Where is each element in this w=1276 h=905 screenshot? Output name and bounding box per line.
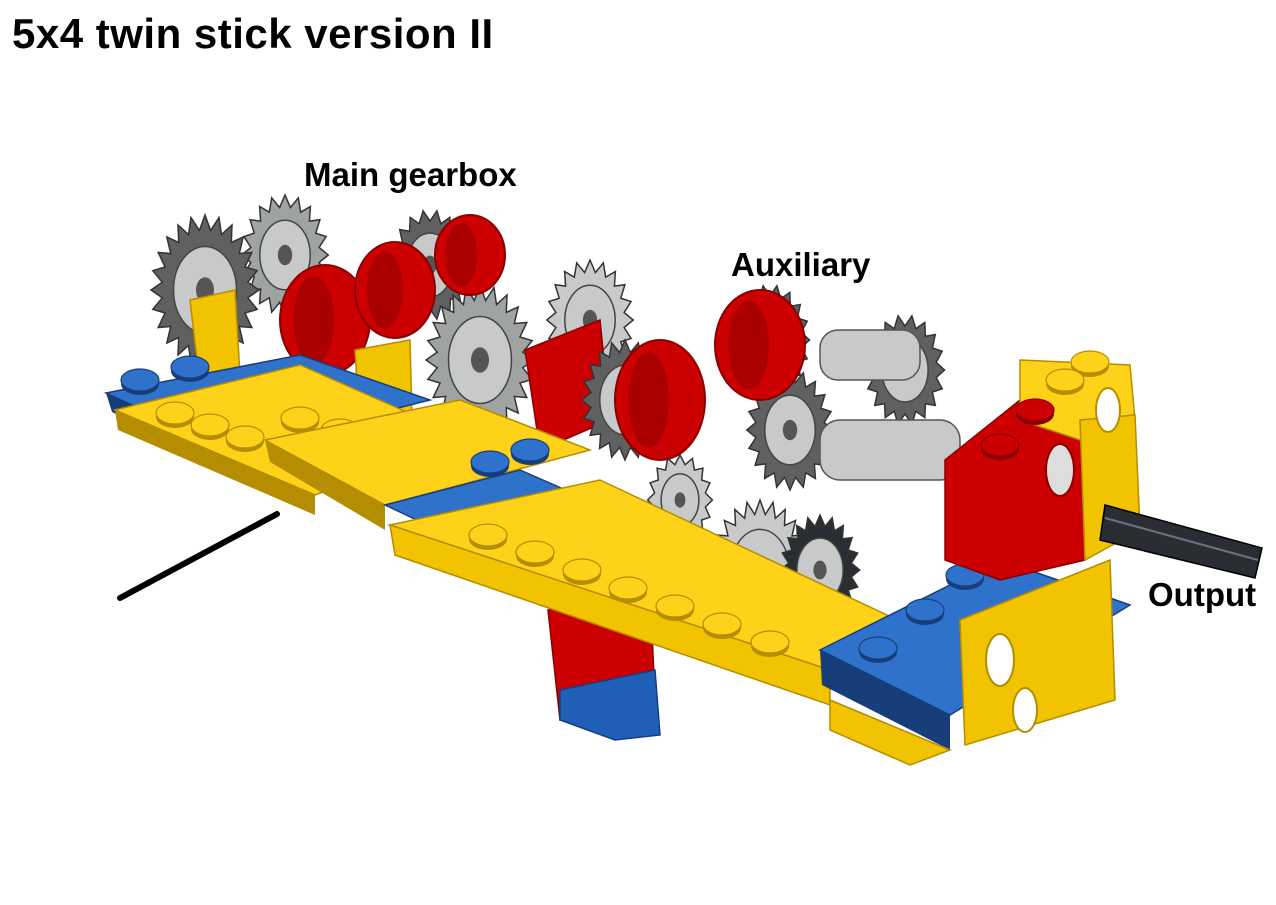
- output-axle: [1099, 504, 1263, 579]
- output-label: Output: [1148, 576, 1257, 613]
- yellow-brick: [959, 558, 1116, 746]
- auxiliary-label: Auxiliary: [731, 246, 871, 283]
- red-coupler: [614, 339, 706, 461]
- blue-plate-side: [820, 650, 950, 750]
- output-axle-highlight: [1104, 517, 1259, 561]
- axle-joiner: [819, 329, 921, 381]
- red-coupler: [714, 289, 806, 401]
- yellow-plate-side: [829, 698, 953, 766]
- front-layer: [117, 350, 1263, 766]
- gear-stick: [117, 511, 280, 601]
- pin-hole: [1095, 387, 1121, 433]
- axle-joiner: [819, 419, 961, 481]
- blue-support: [559, 669, 661, 741]
- red-coupler: [354, 241, 436, 339]
- red-coupler: [434, 214, 506, 296]
- page-title: 5x4 twin stick version II: [12, 10, 494, 57]
- main-gearbox-label: Main gearbox: [304, 156, 517, 193]
- pin-hole: [1045, 443, 1075, 497]
- yellow-plate-side: [115, 410, 315, 515]
- yellow-plate-side: [265, 440, 385, 530]
- pin-hole: [1012, 687, 1038, 733]
- gear: [424, 282, 536, 438]
- pin-hole: [985, 633, 1015, 687]
